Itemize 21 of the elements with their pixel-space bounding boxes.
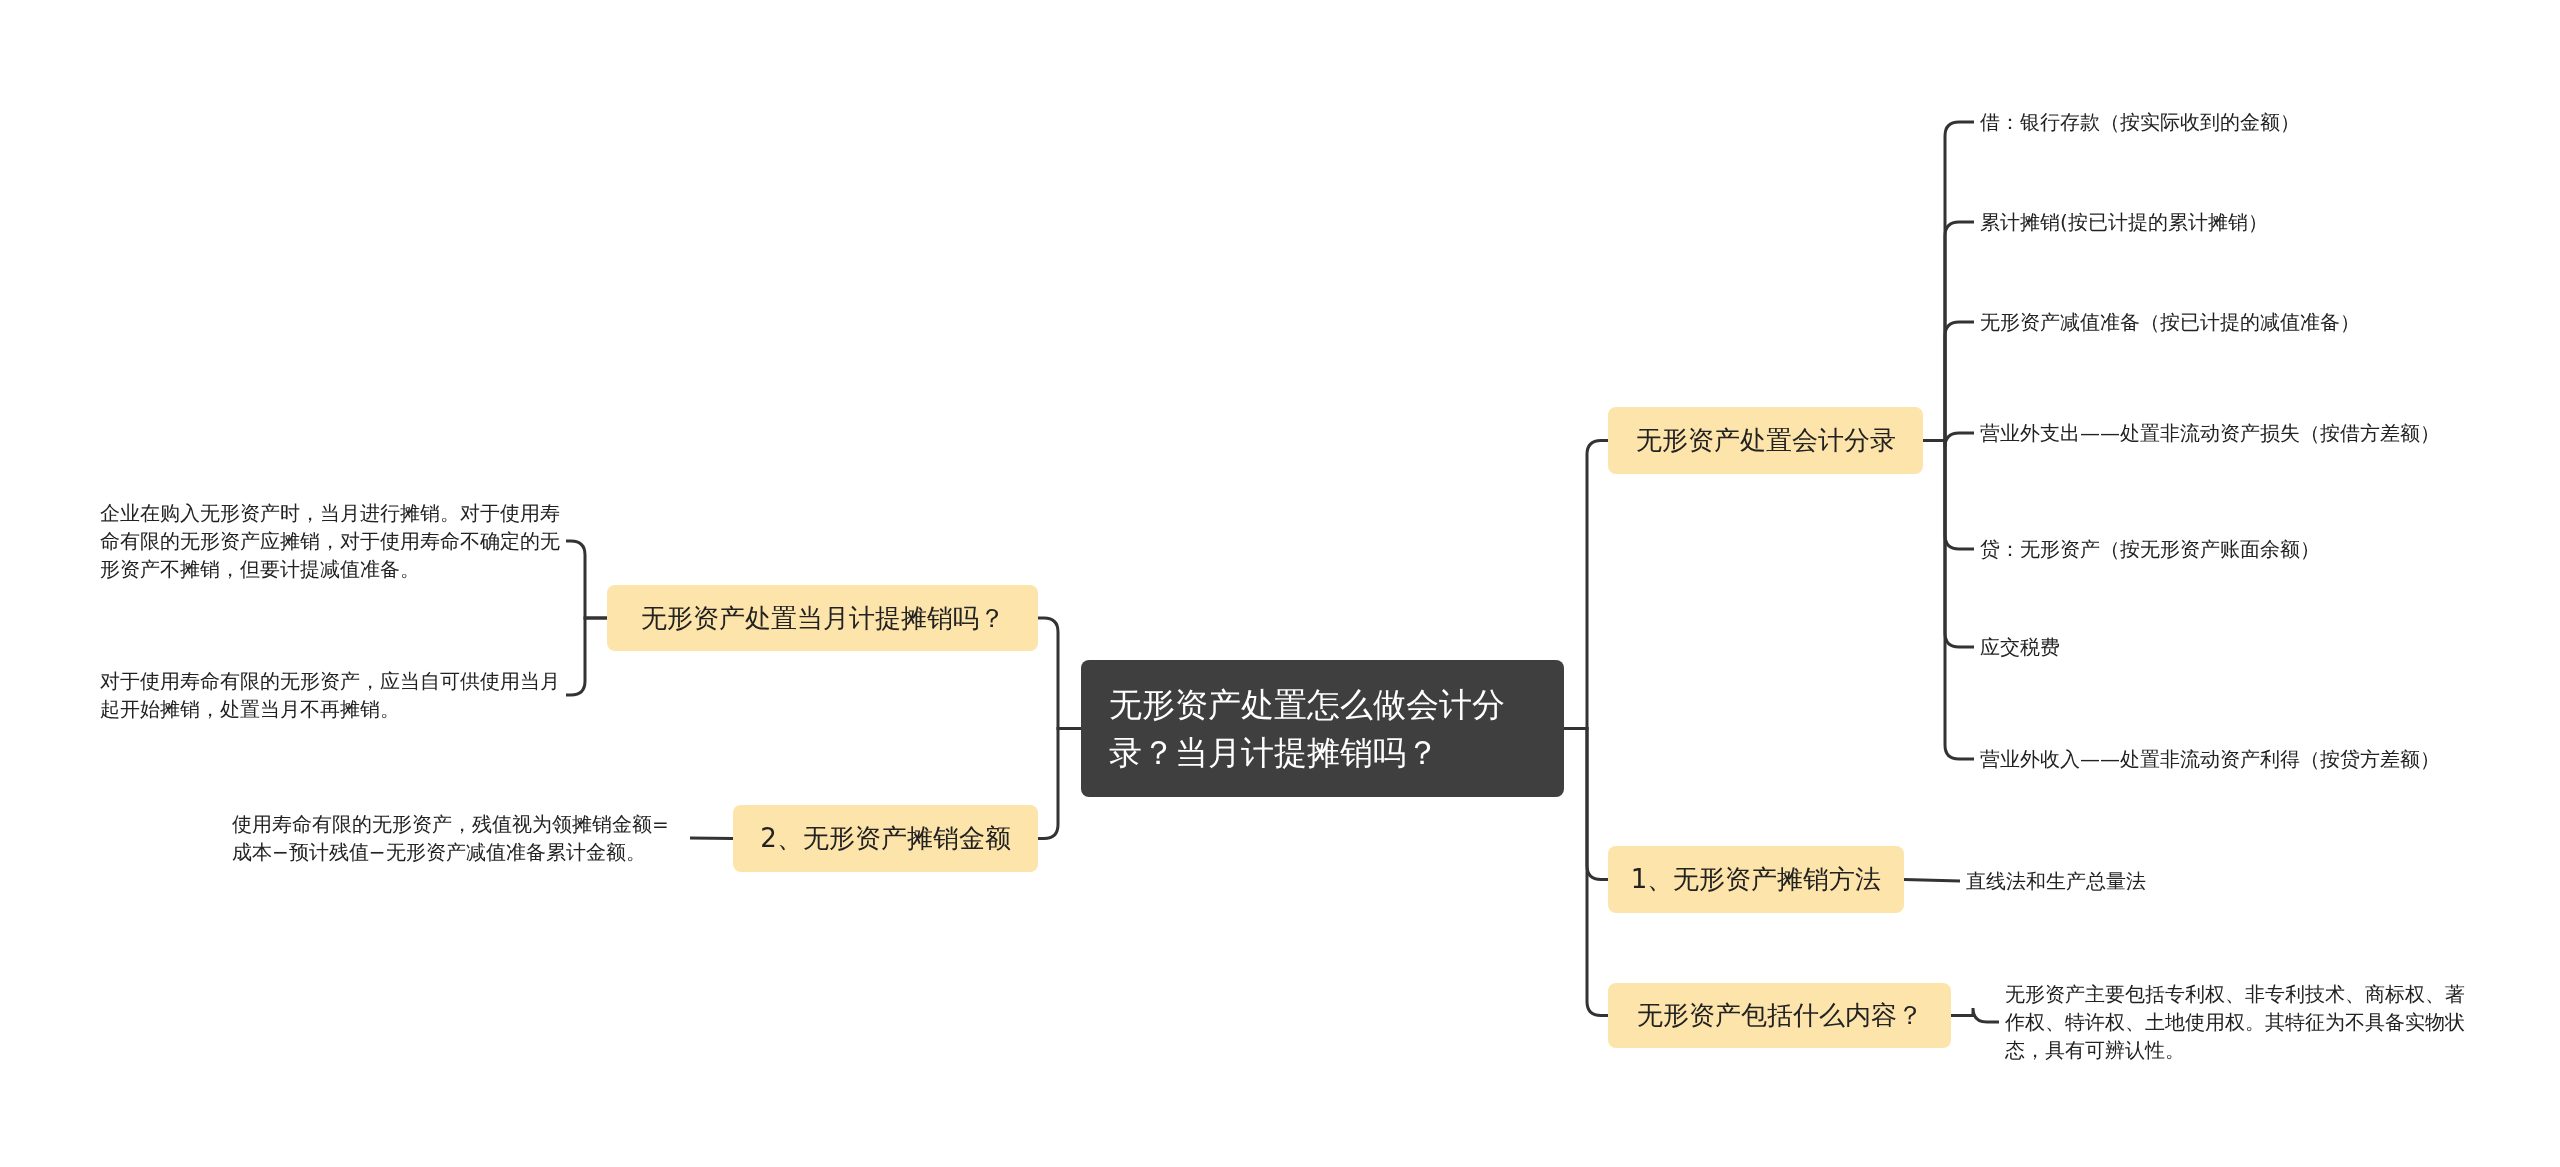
subtopic-text: 无形资产主要包括专利权、非专利技术、商标权、著作权、特许权、土地使用权。其特征为不具备实物状态，具有可辨认性。 [2005,981,2465,1064]
connector-line [1903,878,1961,883]
subtopic-text: 企业在购入无形资产时，当月进行摊销。对于使用寿命有限的无形资产应摊销，对于使用寿命不确定的无形资产不摊销，但要计提减值准备。 [100,500,561,583]
connector-line [690,836,733,840]
subtopic-text: 对于使用寿命有限的无形资产，应当自可供使用当月起开始摊销，处置当月不再摊销。 [100,668,561,723]
topic-box: 无形资产包括什么内容？ [1608,983,1951,1048]
topic-box: 2、无形资产摊销金额 [733,805,1038,872]
subtopic-text: 直线法和生产总量法 [1966,868,2146,895]
subtopic-text: 使用寿命有限的无形资产，残值视为领摊销金额=成本−预计残值−无形资产减值准备累计金额。 [232,811,670,866]
topic-box: 无形资产处置会计分录 [1608,407,1923,474]
subtopic-text: 应交税费 [1980,634,2060,661]
connector-line [1951,1006,1999,1024]
subtopic-text: 贷：无形资产（按无形资产账面余额） [1980,536,2320,563]
subtopic-text: 借：银行存款（按实际收到的金额） [1980,109,2300,136]
central-topic: 无形资产处置怎么做会计分录？当月计提摊销吗？ [1081,660,1564,797]
subtopic-text: 无形资产减值准备（按已计提的减值准备） [1980,309,2360,336]
subtopic-text: 营业外收入——处置非流动资产利得（按贷方差额） [1980,746,2440,773]
subtopic-text: 营业外支出——处置非流动资产损失（按借方差额） [1980,420,2440,447]
topic-box: 无形资产处置当月计提摊销吗？ [607,585,1038,651]
topic-box: 1、无形资产摊销方法 [1608,846,1904,913]
subtopic-text: 累计摊销(按已计提的累计摊销） [1980,209,2268,236]
